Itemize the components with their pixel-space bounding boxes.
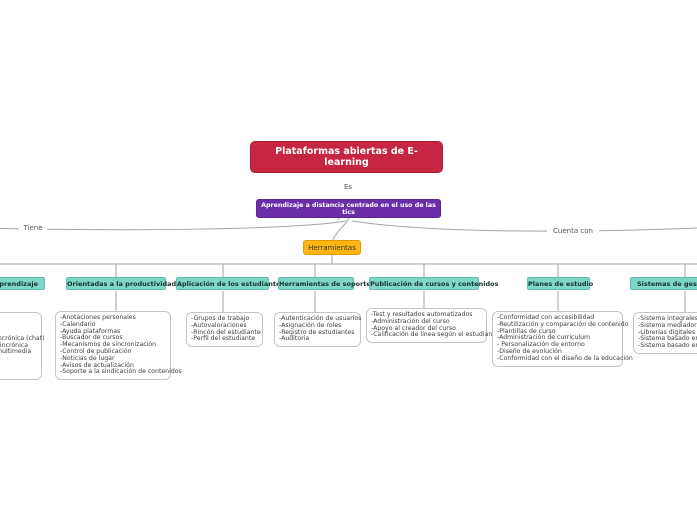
list-item: -Plantillas de curso [497,327,556,335]
edge-tiene-line [0,220,347,231]
list-item: -Reutilización y comparación de contenid… [497,320,629,328]
edge-label-tiene: Tiene [19,224,47,233]
list-item: -Sistema integrales de conocimiento [638,315,697,322]
list-item: -Administración de curriculum [497,334,591,342]
list-item: -Comunicación sincrónica (chat) [0,334,45,342]
list-item: -Anotaciones personales [60,314,136,321]
herramientas-node[interactable]: Herramientas [303,240,361,255]
item-list: -Anotaciones personales-Calendario-Ayuda… [60,314,182,376]
list-item: -Conformidad con el diseño de la educaci… [497,354,633,362]
item-list: -Test y resultados automatizados-Adminis… [371,311,499,339]
list-item: -Ayuda plataformas [60,327,121,335]
edge-label-cuenta-con: Cuenta con [547,227,599,236]
list-item: -Diseño de evolución [497,347,562,355]
list-item: -Perfil del estudiante [191,335,256,343]
item-list: -Comunicación sincrónica (chat)-Comunica… [0,334,45,356]
list-item: -Auditoria [279,335,310,343]
items-aplicacion-estudiantes[interactable]: -Grupos de trabajo-Autovaloraciones-Rinc… [186,312,263,348]
list-item: -Conformidad con accesibilidad [497,314,595,321]
list-item: -Mecanismos de sincronización [60,341,157,349]
list-item: -Noticias de lugar [60,354,115,362]
edge-cuenta-con-line [351,220,697,232]
list-item: -Soporte a la sindicación de contenidos [60,368,182,376]
list-item: -Avisos de actualización [60,361,134,369]
list-item: -Registro de estudiantes [279,328,355,336]
edge-label-es: Es [330,183,366,192]
list-item: -Rincón del estudiante [191,328,261,336]
title-node[interactable]: Plataformas abiertas de E-learning [250,141,443,173]
list-item: -Control de publicación [60,347,132,355]
items-orientadas-aprendizaje[interactable]: -Comunicación sincrónica (chat)-Comunica… [0,312,45,380]
item-list: -Sistema integrales de conocimiento-Sist… [638,315,697,350]
definition-node[interactable]: Aprendizaje a distancia centrado en el u… [256,199,441,218]
list-item: -Sistema mediador de información [638,321,697,329]
list-item: -Sistema basado en comunidad [638,335,697,343]
items-publicacion-cursos[interactable]: -Test y resultados automatizados-Adminis… [366,308,499,344]
category-publicacion-cursos[interactable]: Publicación de cursos y contenidos [369,277,498,290]
list-item: -Calendario [60,320,96,328]
list-item: -Asignación de roles [279,321,342,329]
item-list: -Autenticación de usuarios-Asignación de… [279,315,362,343]
item-list: -Grupos de trabajo-Autovaloraciones-Rinc… [191,315,261,343]
list-item: -Test y resultados automatizados [371,311,473,318]
list-item: -Librerías digitales [638,328,696,336]
items-planes-estudio[interactable]: -Conformidad con accesibilidad-Reutiliza… [492,311,633,367]
category-aplicacion-estudiantes[interactable]: Aplicación de los estudiantes [176,277,284,290]
items-sistemas-gestion[interactable]: -Sistema integrales de conocimiento-Sist… [633,312,697,354]
category-planes-estudio[interactable]: Planes de estudio [527,277,593,290]
items-herramientas-soporte[interactable]: -Autenticación de usuarios-Asignación de… [274,312,362,348]
list-item: -Autovaloraciones [191,321,247,329]
category-orientadas-productividad[interactable]: Orientadas a la productividad [66,277,176,290]
item-list: -Conformidad con accesibilidad-Reutiliza… [497,314,633,363]
items-orientadas-productividad[interactable]: -Anotaciones personales-Calendario-Ayuda… [55,311,182,381]
list-item: -Presentaciones multimedia [0,348,32,356]
list-item: -Comunicación asincrónica [0,341,29,349]
category-sistemas-gestion[interactable]: Sistemas de gestión de contenidos [630,277,697,290]
list-item: -Buscador de cursos [60,334,123,342]
category-orientadas-aprendizaje[interactable]: Orientadas al aprendizaje [0,277,45,290]
list-item: -Autenticación de usuarios [279,315,362,322]
list-item: - Personalización de entorno [497,341,585,349]
category-herramientas-soporte[interactable]: Herramientas de soporte [278,277,371,290]
list-item: -Grupos de trabajo [191,315,250,322]
list-item: -Apoyo al creador del curso [371,324,456,332]
list-item: -Administración del curso [371,317,450,325]
list-item: -Sistema basado en foros [638,342,697,350]
list-item: -Calificación de línea según el estudian… [371,331,499,339]
